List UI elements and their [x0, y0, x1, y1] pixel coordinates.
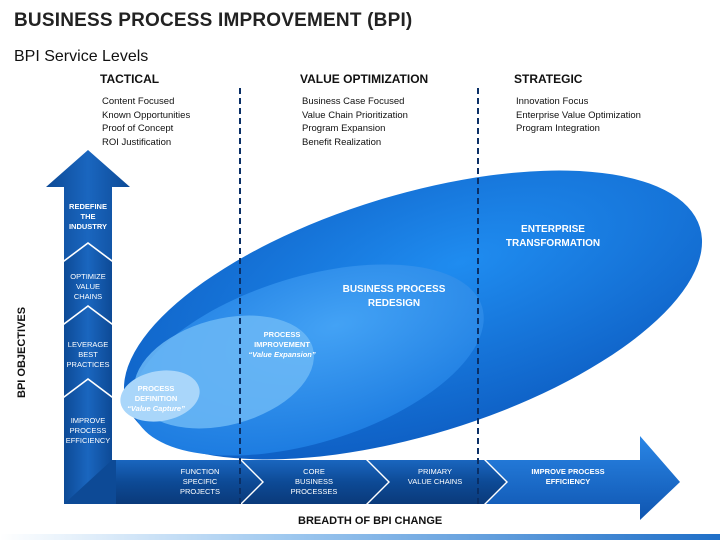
objective-arrow-head [46, 150, 130, 260]
objective-block-3 [64, 307, 112, 396]
tactical-heading: TACTICAL [100, 72, 160, 86]
objective-label-redefine: REDEFINE THE INDUSTRY [68, 202, 108, 231]
business-process-redesign-label: BUSINESS PROCESS REDESIGN [342, 284, 446, 309]
process-definition-title: PROCESS DEFINITION [134, 384, 178, 403]
value-optimization-item: Program Expansion [302, 123, 386, 134]
stage-arrow-3 [368, 460, 506, 504]
value-optimization-item: Business Case Focused [302, 96, 405, 107]
enterprise-transformation-label: ENTERPRISE TRANSFORMATION [505, 224, 601, 249]
strategic-list: Innovation Focus Enterprise Value Optimi… [516, 95, 641, 136]
stage-arrow-1 [116, 460, 262, 504]
strategic-item: Enterprise Value Optimization [516, 109, 641, 121]
tactical-item: Known Opportunities [102, 109, 191, 121]
stage-arrow-4 [486, 436, 680, 520]
tactical-item: Proof of Concept [102, 123, 174, 134]
process-definition-label: PROCESS DEFINITION “Value Capture” [120, 384, 192, 414]
process-improvement-subtitle: “Value Expansion” [248, 350, 316, 359]
x-axis-title: BREADTH OF BPI CHANGE [298, 515, 443, 527]
process-definition-subtitle: “Value Capture” [127, 404, 185, 413]
strategic-heading: STRATEGIC [514, 72, 583, 86]
stage-arrow-2 [242, 460, 388, 504]
page-title: BUSINESS PROCESS IMPROVEMENT (BPI) [14, 10, 413, 31]
objective-label-leverage: LEVERAGE BEST PRACTICES [66, 340, 110, 369]
objective-block-4 [64, 380, 112, 504]
stage-label-function: FUNCTION SPECIFIC PROJECTS [179, 467, 220, 496]
stage-label-core: CORE BUSINESS PROCESSES [290, 467, 338, 496]
value-optimization-list: Business Case Focused Value Chain Priori… [302, 95, 408, 149]
tactical-item: ROI Justification [102, 136, 172, 148]
stage-label-improve: IMPROVE PROCESS EFFICIENCY [531, 467, 605, 486]
strategic-item: Program Integration [516, 123, 600, 134]
page-subtitle: BPI Service Levels [14, 48, 149, 65]
process-definition-ellipse [120, 370, 200, 422]
objective-label-improve: IMPROVE PROCESS EFFICIENCY [65, 416, 111, 445]
objective-block-2 [64, 244, 112, 323]
tactical-item: Content Focused [102, 96, 175, 107]
stage-label-primary: PRIMARY VALUE CHAINS [407, 467, 463, 486]
y-axis-title: BPI OBJECTIVES [16, 306, 28, 398]
bottom-accent-bar [0, 534, 720, 540]
value-optimization-heading: VALUE OPTIMIZATION [300, 72, 429, 86]
tactical-list: Content Focused Known Opportunities Proo… [102, 95, 190, 149]
strategic-item: Innovation Focus [516, 96, 589, 107]
value-optimization-item: Value Chain Prioritization [302, 109, 408, 121]
objective-label-optimize: OPTIMIZE VALUE CHAINS [70, 272, 106, 301]
process-improvement-title: PROCESS IMPROVEMENT [254, 330, 310, 349]
value-optimization-item: Benefit Realization [302, 136, 382, 148]
process-improvement-label: PROCESS IMPROVEMENT “Value Expansion” [246, 330, 318, 360]
